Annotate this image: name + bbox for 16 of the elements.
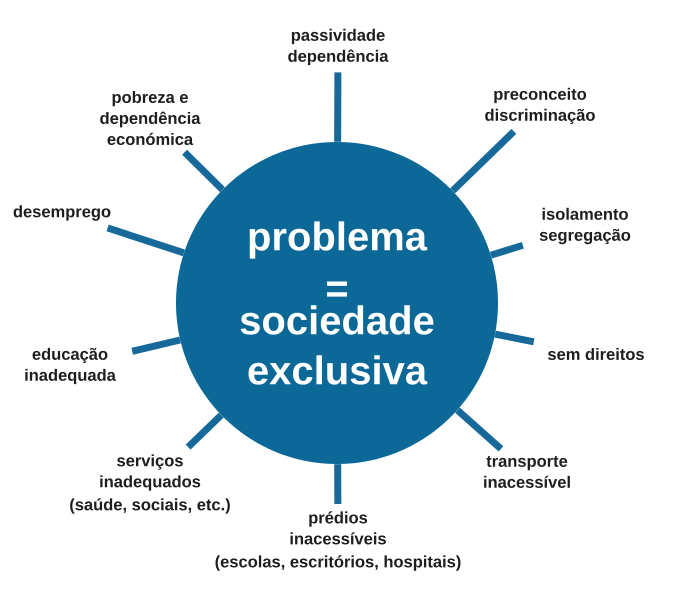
spoke-line bbox=[106, 224, 185, 256]
spoke-label: sem direitos bbox=[548, 348, 644, 360]
spoke-line bbox=[334, 464, 342, 504]
spoke-label: isolamento segregação bbox=[540, 208, 630, 244]
spoke-label: preconceito discriminação bbox=[485, 88, 595, 124]
spoke-line bbox=[186, 412, 224, 450]
spoke-line bbox=[182, 150, 225, 192]
spoke-label: desemprego bbox=[14, 205, 110, 221]
spoke-line bbox=[490, 242, 524, 259]
spoke-line bbox=[450, 128, 516, 194]
spoke-line bbox=[131, 336, 181, 355]
spoke-label: passividade dependência bbox=[288, 28, 389, 66]
spoke-label: educação inadequada bbox=[25, 348, 116, 384]
spoke-line bbox=[455, 408, 504, 452]
spoke-line bbox=[494, 330, 534, 346]
spoke-line bbox=[334, 72, 342, 142]
